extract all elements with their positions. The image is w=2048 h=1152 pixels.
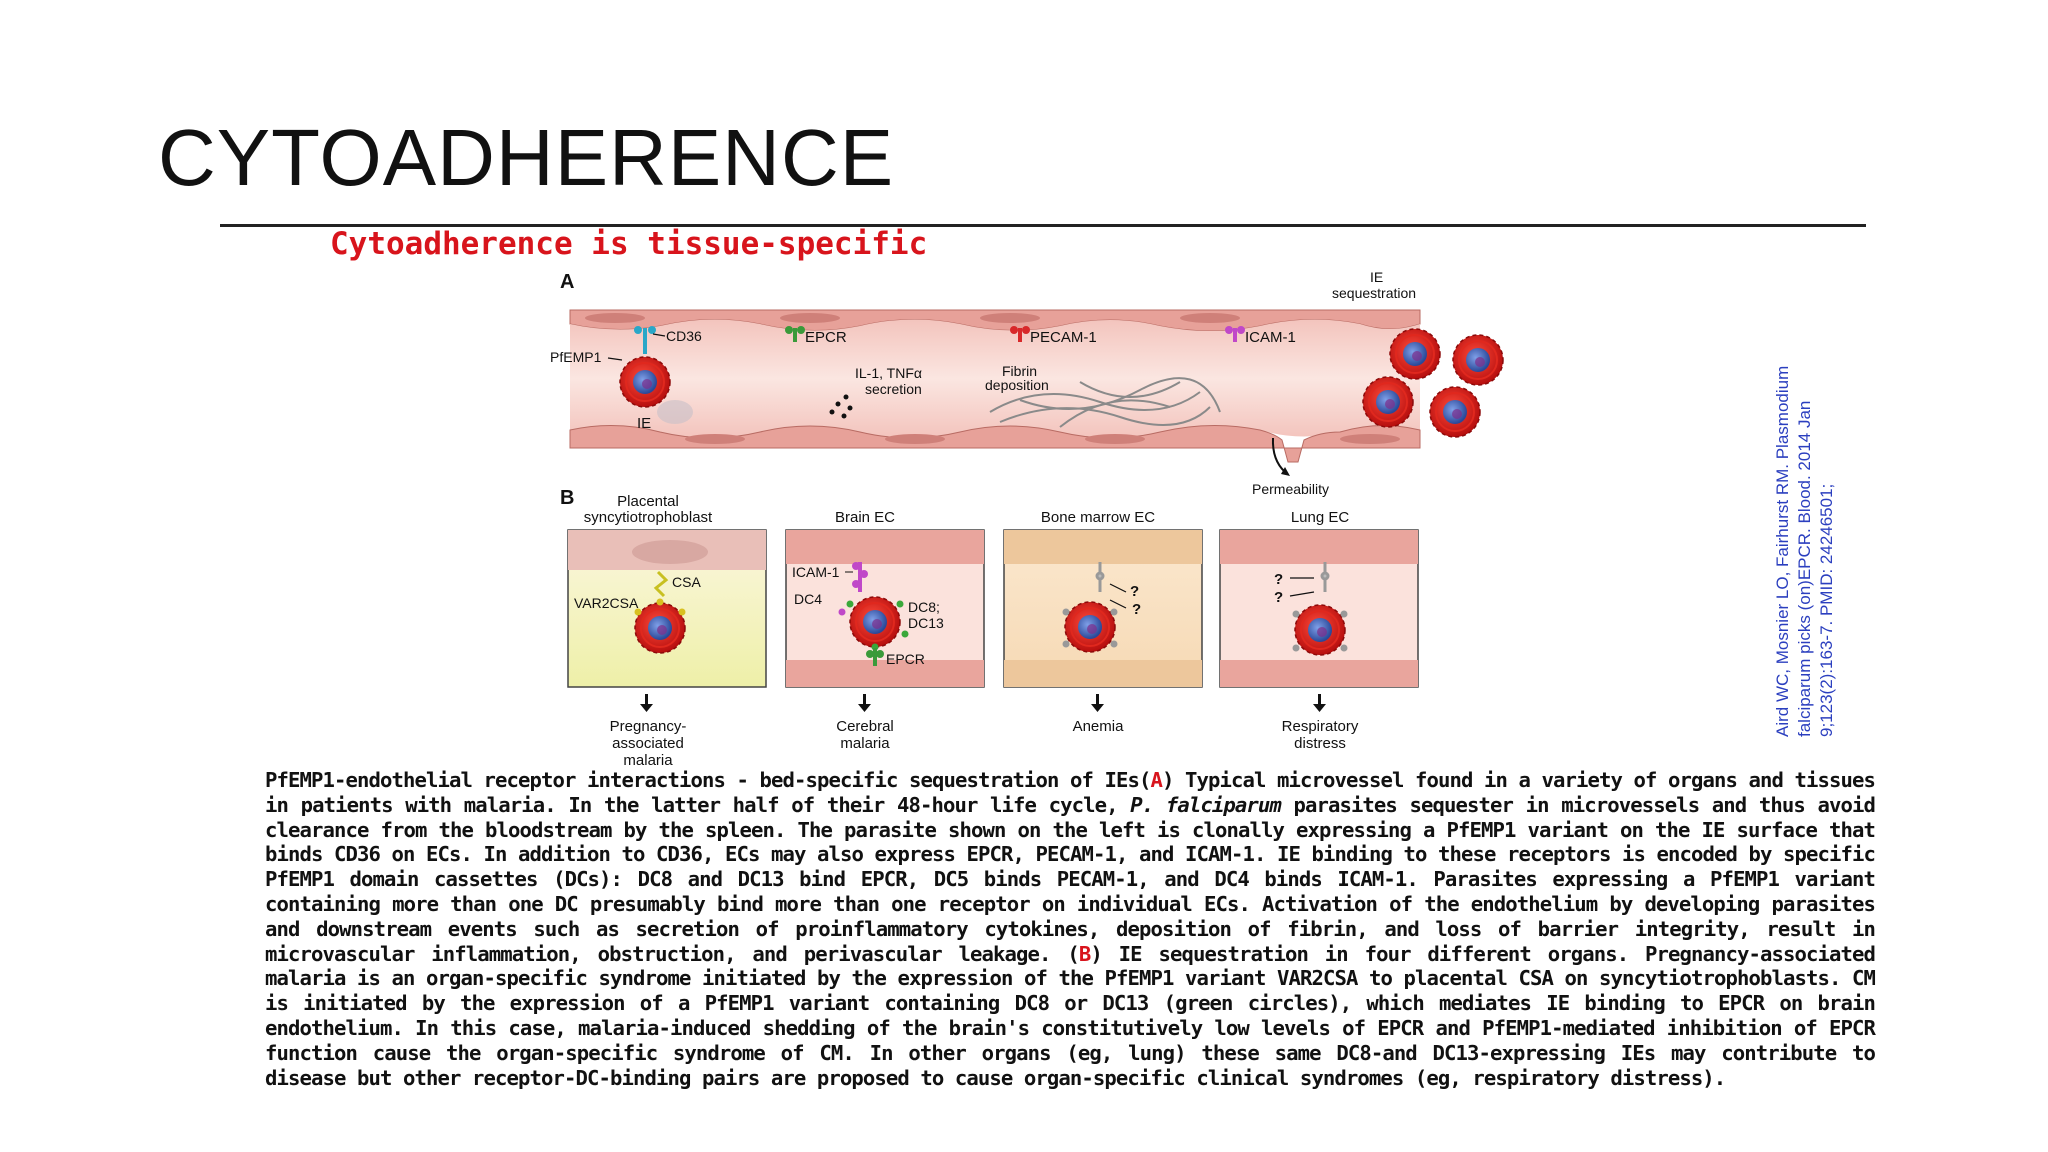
organ-title: Bone marrow EC bbox=[1041, 509, 1155, 526]
panel-b-letter: B bbox=[560, 487, 574, 509]
unknown-receptor-label: ? bbox=[1274, 571, 1283, 588]
var2csa-label: VAR2CSA bbox=[574, 595, 639, 611]
icam-receptor-icon bbox=[1225, 326, 1245, 342]
panel-a-letter: A bbox=[560, 271, 574, 293]
ie-cell-icon bbox=[634, 602, 686, 654]
unknown-receptor-icon bbox=[1320, 562, 1330, 592]
cytoadherence-diagram: A CD36 PfEMP1 IE EPCR IL-1, TNFα secreti… bbox=[550, 269, 1504, 767]
epcr-label: EPCR bbox=[805, 329, 847, 346]
ie-cell-icon bbox=[619, 356, 671, 408]
figure-heading: Cytoadherence is tissue-specific bbox=[330, 226, 928, 262]
outcome-label: Respiratory bbox=[1282, 718, 1359, 735]
citation-line: 9;123(2):163-7. PMID: 24246501; bbox=[1817, 484, 1836, 737]
sequestration-label: sequestration bbox=[1332, 285, 1416, 301]
dc4-label: DC4 bbox=[794, 591, 822, 607]
outcome-label: Cerebral bbox=[836, 718, 894, 735]
caption-species-name: P. falciparum bbox=[1130, 792, 1281, 817]
fibrin-label: Fibrin bbox=[1002, 363, 1037, 379]
caption-panel-a-ref: A bbox=[1150, 768, 1162, 792]
bone-marrow-panel bbox=[1003, 529, 1203, 688]
outcome-label: distress bbox=[1294, 735, 1346, 752]
outcome-label: malaria bbox=[623, 752, 673, 767]
caption-text: parasites sequester in microvessels and … bbox=[265, 792, 1876, 966]
ie-cell-icon bbox=[849, 596, 901, 648]
fibrin-strands-icon bbox=[989, 377, 1221, 428]
slide-title: CYTOADHERENCE bbox=[158, 113, 895, 202]
title-divider bbox=[220, 224, 1866, 227]
csa-label: CSA bbox=[672, 574, 701, 590]
dc13-label: DC13 bbox=[908, 615, 944, 631]
epcr-label: EPCR bbox=[886, 651, 925, 667]
dc8-label: DC8; bbox=[908, 599, 940, 615]
citation-line: falciparum picks (on)EPCR. Blood. 2014 J… bbox=[1795, 401, 1814, 737]
ie-cell-icon bbox=[1362, 376, 1414, 428]
outcome-label: Pregnancy- bbox=[610, 718, 687, 735]
icam-label: ICAM-1 bbox=[1245, 329, 1296, 346]
cd36-receptor-icon bbox=[634, 326, 656, 354]
organ-title: Lung EC bbox=[1291, 509, 1350, 526]
organ-title: Brain EC bbox=[835, 509, 895, 526]
down-arrow-icon bbox=[640, 694, 1326, 712]
icam-receptor-icon bbox=[852, 562, 868, 592]
caption-text: ) IE sequestration in four different org… bbox=[265, 941, 1876, 1090]
outcome-label: malaria bbox=[840, 735, 890, 752]
organ-title: syncytiotrophoblast bbox=[584, 509, 713, 526]
cd36-label: CD36 bbox=[666, 328, 702, 344]
epcr-receptor-icon bbox=[866, 648, 884, 666]
outcome-label: Anemia bbox=[1073, 718, 1125, 735]
pecam-receptor-icon bbox=[1010, 326, 1030, 342]
epcr-receptor-icon bbox=[785, 326, 805, 342]
il1-label: IL-1, TNFα bbox=[855, 365, 922, 381]
cytokine-dots-icon bbox=[829, 394, 853, 419]
caption-panel-b-ref: B bbox=[1078, 941, 1091, 966]
ie-cell-icon bbox=[1294, 604, 1346, 656]
organ-title: Placental bbox=[617, 493, 679, 510]
permeability-label: Permeability bbox=[1252, 481, 1329, 497]
unknown-receptor-label: ? bbox=[1130, 583, 1139, 600]
unknown-receptor-label: ? bbox=[1274, 589, 1283, 606]
ie-cell-icon bbox=[1389, 328, 1441, 380]
ie-cell-icon bbox=[1064, 601, 1116, 653]
caption-text: PfEMP1-endothelial receptor interactions… bbox=[265, 768, 1151, 792]
outcome-label: associated bbox=[612, 735, 684, 752]
ie-cell-icon bbox=[1452, 334, 1504, 386]
unknown-receptor-label: ? bbox=[1132, 601, 1141, 618]
caption-text: ) Typical microvessel found in a variety… bbox=[265, 768, 1876, 817]
pecam-label: PECAM-1 bbox=[1030, 329, 1097, 346]
secretion-label: secretion bbox=[865, 381, 922, 397]
ie-sequestration-label: IE bbox=[1370, 269, 1383, 285]
icam-label: ICAM-1 bbox=[792, 564, 840, 580]
ie-label: IE bbox=[637, 415, 651, 432]
figure-caption: PfEMP1-endothelial receptor interactions… bbox=[265, 768, 1876, 1090]
unknown-receptor-icon bbox=[1095, 562, 1105, 592]
deposition-label: deposition bbox=[985, 377, 1049, 393]
csa-receptor-icon bbox=[653, 570, 669, 598]
citation-line: Aird WC, Mosnier LO, Fairhurst RM. Plasm… bbox=[1773, 366, 1792, 737]
pfemp1-label: PfEMP1 bbox=[550, 349, 602, 365]
citation-reference: Aird WC, Mosnier LO, Fairhurst RM. Plasm… bbox=[1773, 366, 1836, 737]
ie-cell-icon bbox=[1429, 386, 1481, 438]
